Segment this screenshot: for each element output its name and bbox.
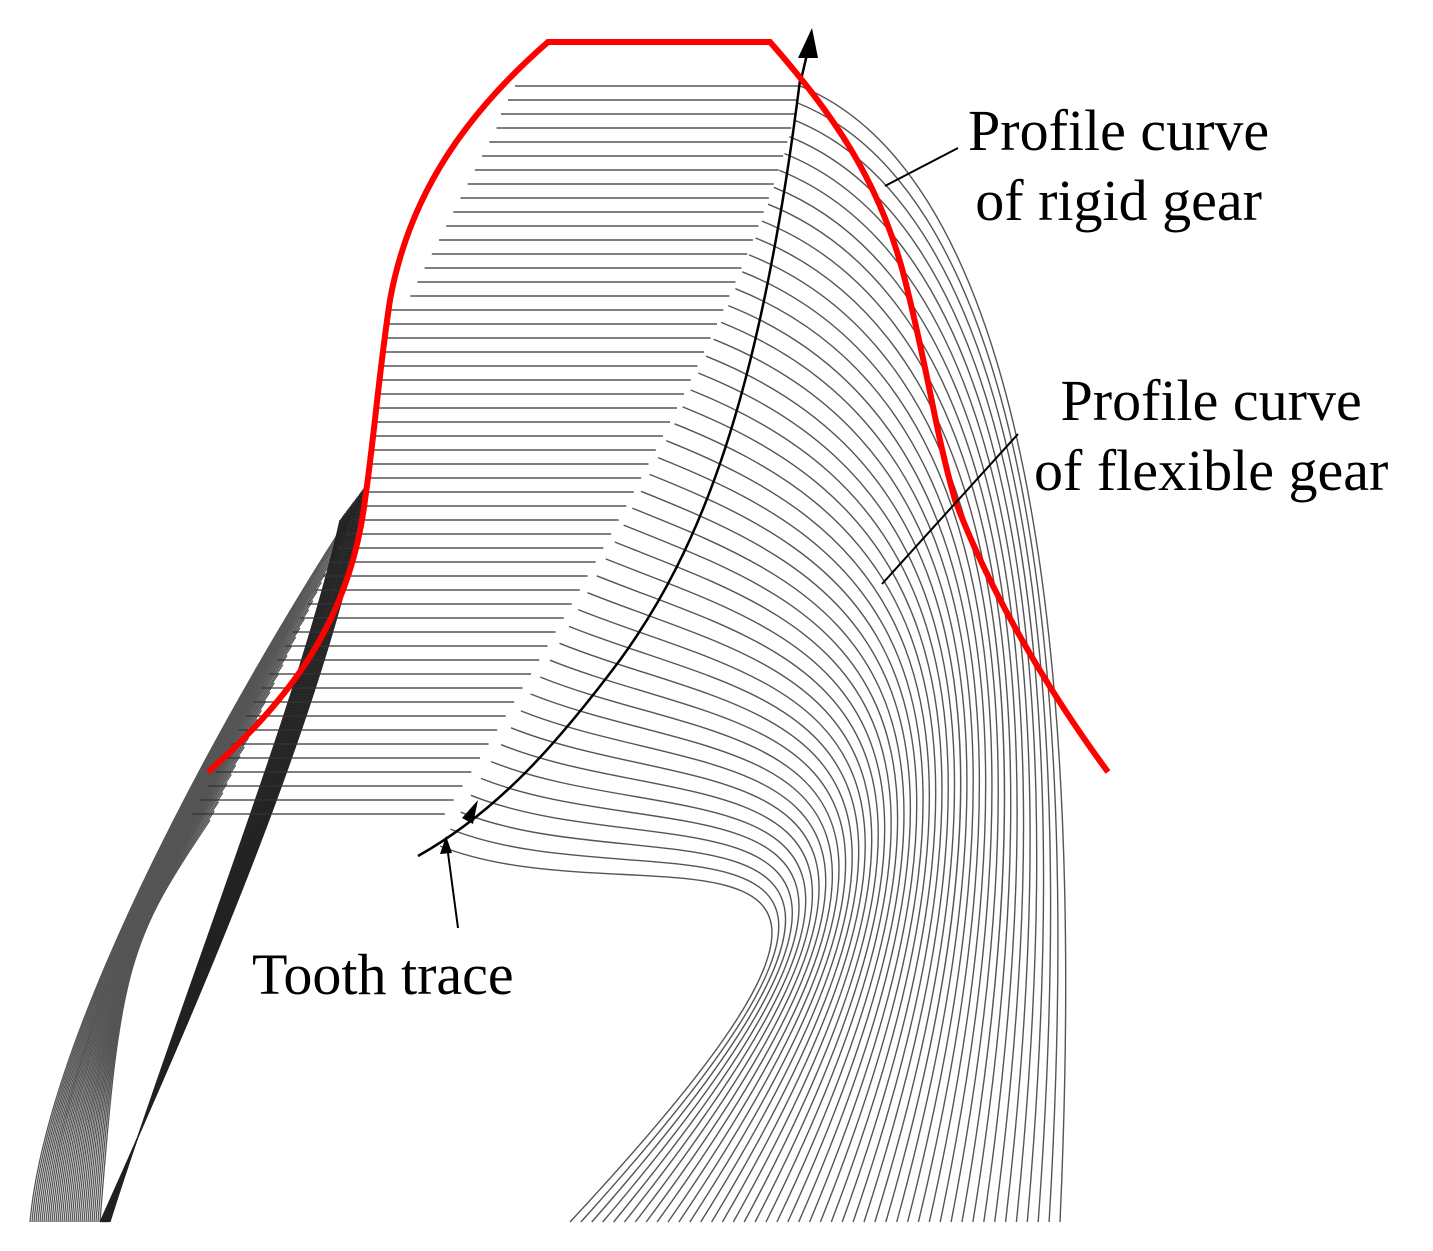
leader-line-flexible-gear: [881, 433, 1019, 585]
flexible-curve-right: [767, 203, 1018, 1223]
flexible-curve-right: [439, 845, 773, 1223]
flexible-curve-left: [39, 545, 340, 1223]
flexible-curve-right: [470, 794, 794, 1223]
flexible-curve-left: [49, 591, 318, 1223]
flexible-curve-right: [705, 355, 962, 1223]
flexible-curve-left: [35, 527, 348, 1223]
tooth-trace-curve: [417, 79, 802, 858]
flexible-curve-right: [596, 575, 880, 1223]
flexible-curve-right: [742, 271, 993, 1223]
flexible-curve-right: [559, 642, 853, 1223]
flexible-curve-right: [755, 237, 1006, 1223]
flexible-curve-right: [490, 760, 807, 1223]
flexible-curve-left-dense: [108, 514, 345, 1223]
flexible-curve-right: [793, 119, 1052, 1223]
flexible-curve-left: [51, 600, 314, 1223]
flexible-curve-right: [690, 389, 949, 1223]
flexible-curve-right: [779, 169, 1031, 1223]
flexible-curve-left-dense: [109, 518, 342, 1223]
flexible-curve-left: [99, 819, 211, 1223]
flexible-curve-left-dense: [109, 519, 341, 1223]
flexible-curve-right: [623, 524, 899, 1223]
flexible-curve-left: [53, 609, 310, 1223]
tooth-trace-arrow-top: [798, 28, 818, 58]
flexible-curve-left-dense: [106, 509, 349, 1223]
label-rigid-gear-profile: Profile curve of rigid gear: [968, 96, 1269, 236]
flexible-curve-right: [657, 456, 924, 1223]
label-rigid-line-2: of rigid gear: [975, 168, 1262, 233]
flexible-curve-right: [682, 406, 943, 1223]
flexible-gear-right-flank-curves: [439, 85, 1067, 1223]
flexible-curve-right: [728, 304, 981, 1223]
flexible-curve-right: [450, 828, 780, 1223]
flexible-curve-right: [797, 102, 1059, 1223]
flexible-curve-left: [63, 655, 288, 1223]
flexible-curve-right: [500, 744, 814, 1223]
flexible-curve-right: [568, 625, 860, 1223]
flexible-curve-left-dense: [108, 516, 344, 1223]
tooth-trace-leader-arrow: [440, 836, 452, 854]
tooth-section-hatch-lines: [192, 85, 800, 815]
flexible-curve-left-dense: [107, 512, 346, 1223]
label-rigid-line-1: Profile curve: [968, 98, 1270, 163]
flexible-curve-right: [510, 727, 820, 1223]
flexible-curve-left-dense: [105, 505, 351, 1223]
flexible-curve-right: [649, 473, 918, 1223]
flexible-curve-left: [29, 499, 361, 1223]
flexible-curve-right: [549, 659, 847, 1223]
flexible-curve-right: [520, 710, 827, 1223]
flexible-curve-left: [59, 636, 297, 1223]
flexible-curve-right: [720, 321, 974, 1223]
flexible-curve-right: [713, 338, 968, 1223]
flexible-curve-left: [31, 508, 357, 1223]
label-flexible-line-1: Profile curve: [1060, 368, 1362, 433]
label-tooth-trace-text: Tooth trace: [252, 942, 514, 1007]
flexible-curve-right: [632, 507, 905, 1223]
flexible-curve-right: [460, 811, 787, 1223]
label-flexible-gear-profile: Profile curve of flexible gear: [1034, 366, 1388, 506]
flexible-curve-right: [480, 777, 800, 1223]
flexible-curve-right: [784, 152, 1038, 1223]
flexible-curve-right: [666, 440, 930, 1223]
flexible-curve-right: [761, 220, 1012, 1223]
flexible-curve-left: [37, 536, 344, 1223]
flexible-curve-left: [55, 618, 305, 1223]
flexible-gear-left-flank-curves: [29, 479, 371, 1223]
flexible-curve-left: [33, 517, 352, 1223]
flexible-curve-right: [698, 372, 956, 1223]
flexible-curve-left: [43, 563, 331, 1223]
flexible-curve-right: [530, 693, 833, 1223]
flexible-curve-right: [799, 85, 1067, 1223]
label-tooth-trace: Tooth trace: [252, 940, 514, 1010]
flexible-curve-right: [605, 558, 886, 1223]
flexible-curve-right: [577, 608, 866, 1223]
flexible-curve-right: [640, 490, 912, 1223]
flexible-curve-left: [45, 572, 327, 1223]
flexible-curve-left: [47, 581, 322, 1223]
flexible-curve-right: [614, 541, 892, 1223]
rigid-gear-profile-curve: [206, 39, 1111, 775]
flexible-curve-right: [674, 423, 937, 1223]
flexible-curve-right: [773, 186, 1025, 1223]
flexible-curve-left: [41, 554, 335, 1223]
tooth-trace-arrow-mid: [462, 800, 478, 824]
label-flexible-line-2: of flexible gear: [1034, 438, 1389, 503]
flexible-curve-right: [540, 676, 840, 1223]
flexible-curve-left-dense: [105, 504, 353, 1223]
flexible-curve-right: [587, 592, 873, 1223]
leader-line-rigid-gear: [884, 147, 959, 187]
flexible-curve-right: [735, 288, 987, 1223]
flexible-curve-left-dense: [106, 507, 350, 1223]
